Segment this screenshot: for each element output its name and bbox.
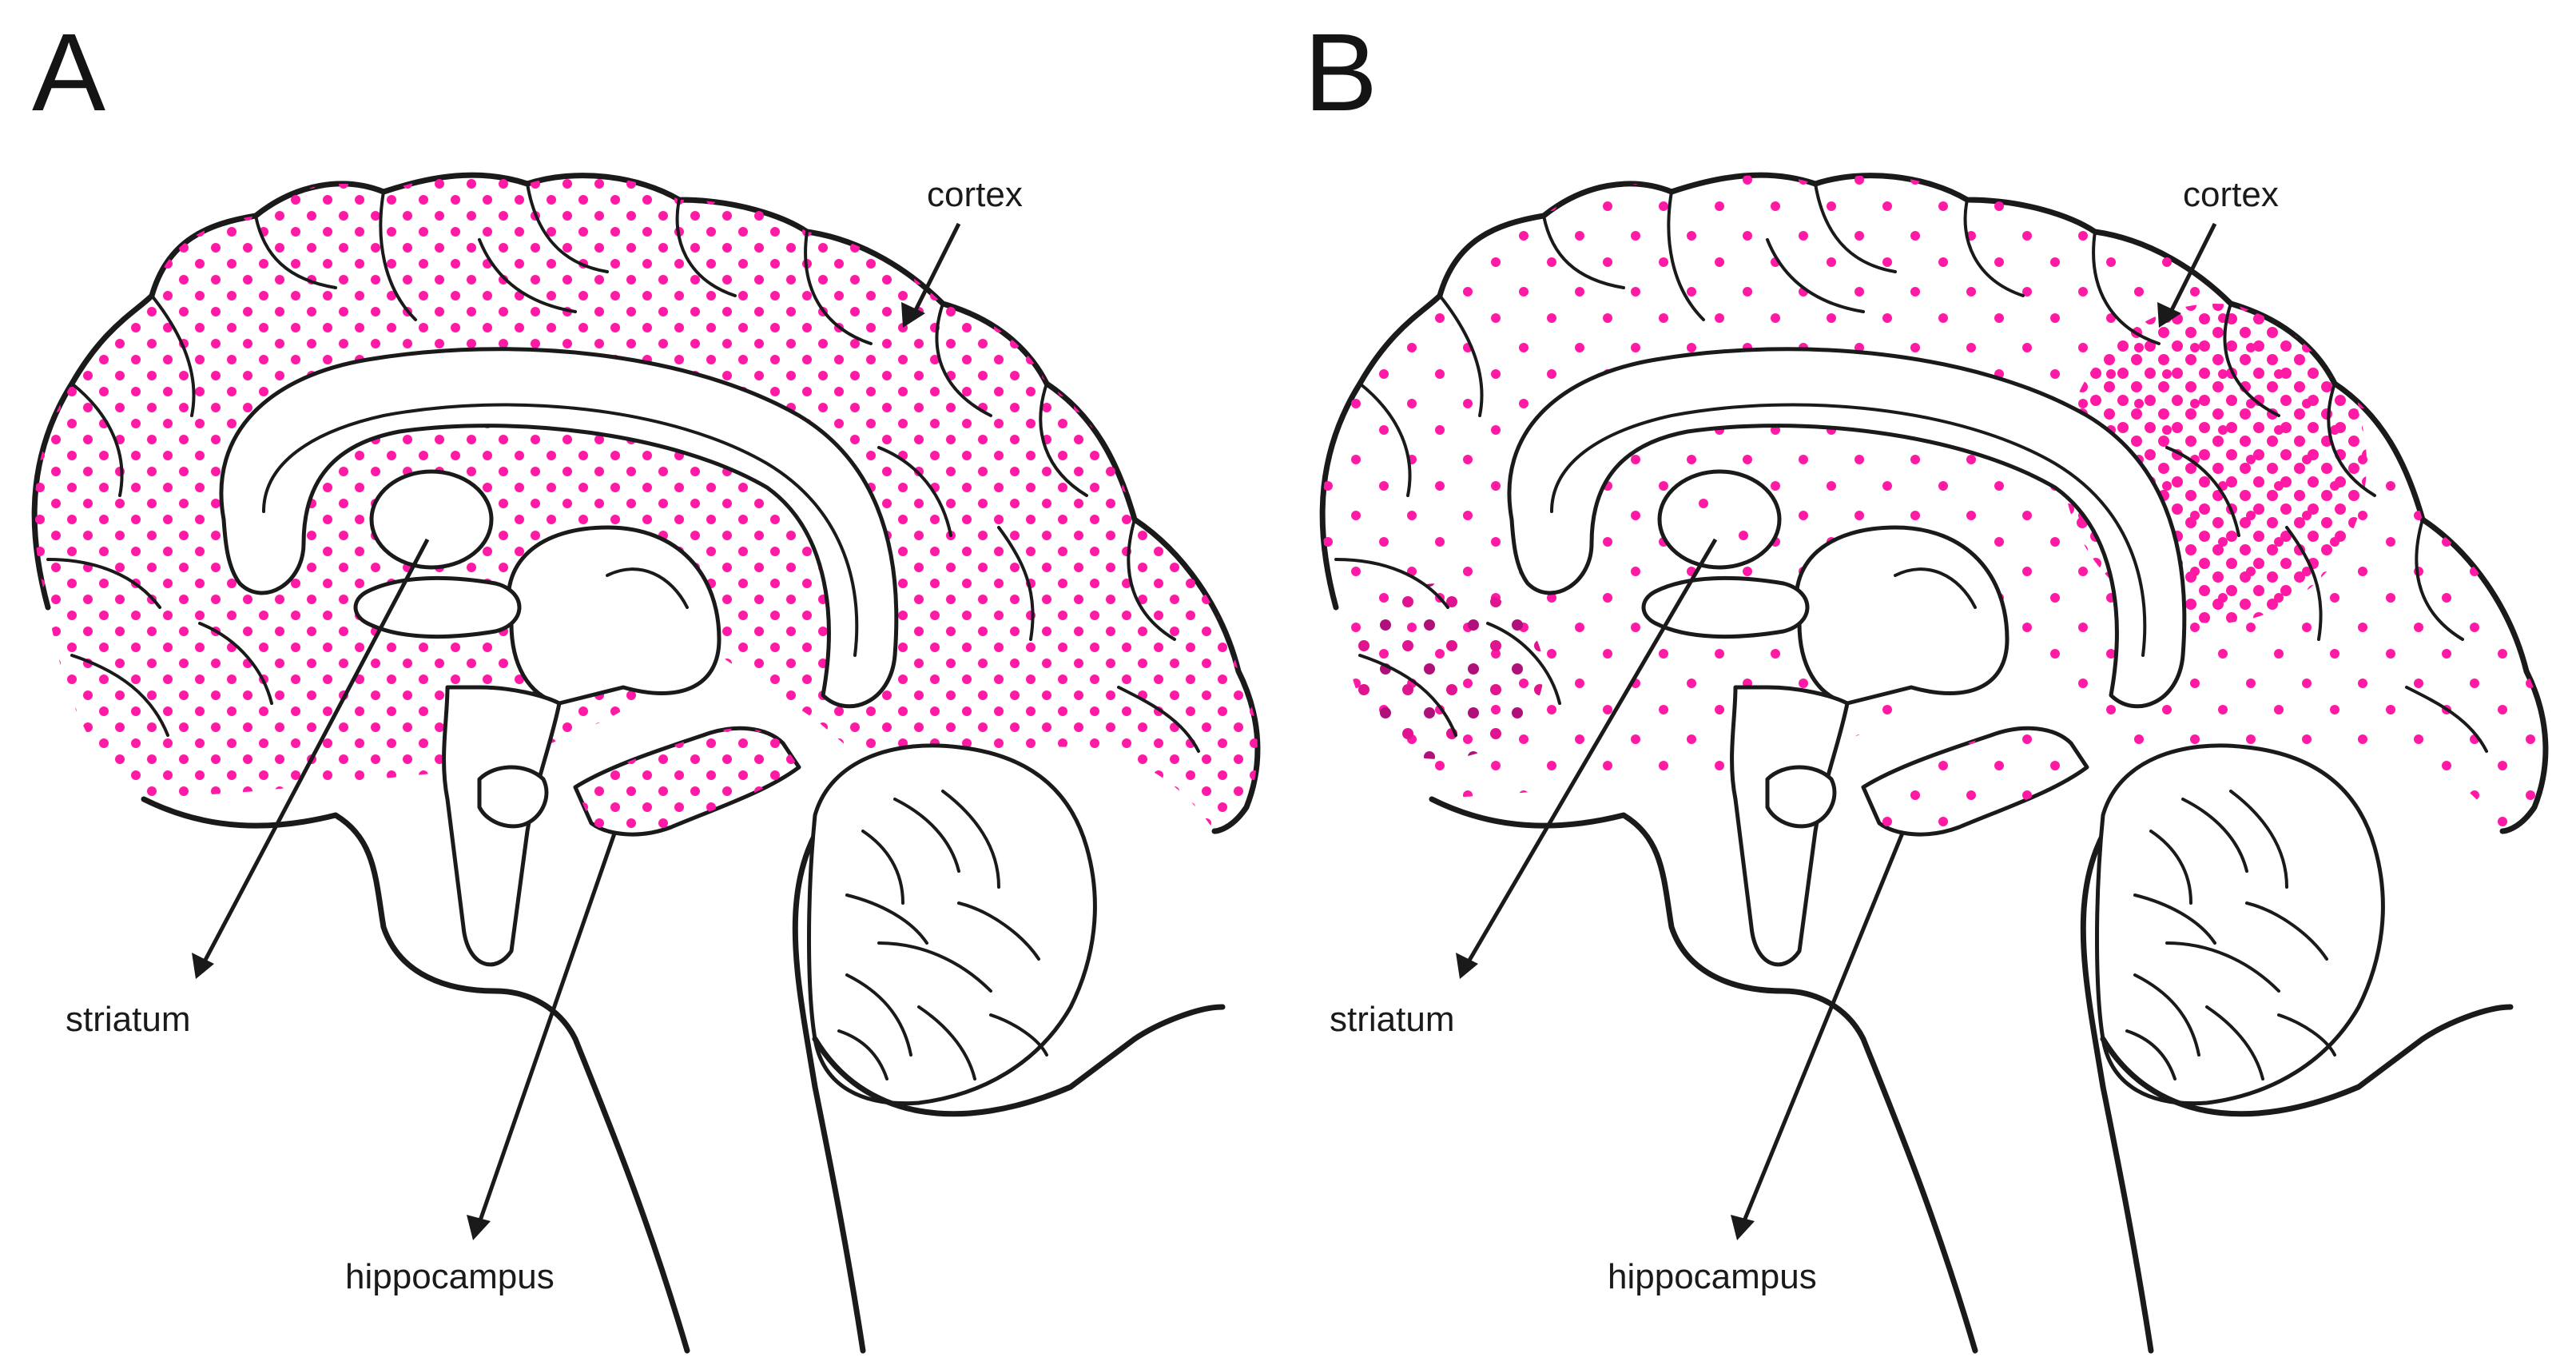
panel-a: A (31, 11, 1261, 1354)
cerebellum-folia (837, 790, 1048, 1080)
gyri-lines (1334, 182, 2488, 753)
hippocampus-dots (575, 728, 799, 835)
brainstem-front (2100, 1084, 2154, 1354)
mamillary (477, 765, 549, 829)
cortex-dots-dark (1336, 583, 1544, 759)
corpus-callosum (1507, 347, 2187, 709)
brainstem-front (812, 1084, 866, 1354)
corpus-callosum (219, 347, 899, 709)
brain-base (141, 796, 690, 1354)
striatum-body (1641, 575, 1810, 639)
striatum-body (353, 575, 522, 639)
mamillary (1765, 765, 1837, 829)
brain-diagram: cortex striatum hippocampus (1319, 172, 2549, 1354)
cerebellum (807, 743, 1097, 1106)
panel-letter: A (32, 11, 106, 134)
hippocampus-dots (1863, 728, 2087, 835)
label-striatum: striatum (1330, 1000, 1454, 1039)
cerebellum (2095, 743, 2385, 1106)
label-hippocampus: hippocampus (1608, 1257, 1817, 1296)
panel-letter: B (1304, 11, 1378, 134)
panel-b: B (1288, 0, 2576, 1369)
brain-base (1429, 796, 1978, 1354)
cerebellum-folia (2125, 790, 2336, 1080)
caudate (369, 469, 494, 570)
gyri-lines (46, 182, 1200, 753)
caudate (1657, 469, 1782, 570)
label-cortex: cortex (927, 175, 1023, 214)
brain-diagram: cortex striatum hippocampus (31, 172, 1261, 1354)
label-cortex: cortex (2183, 175, 2279, 214)
label-striatum: striatum (66, 1000, 190, 1039)
label-hippocampus: hippocampus (345, 1257, 555, 1296)
